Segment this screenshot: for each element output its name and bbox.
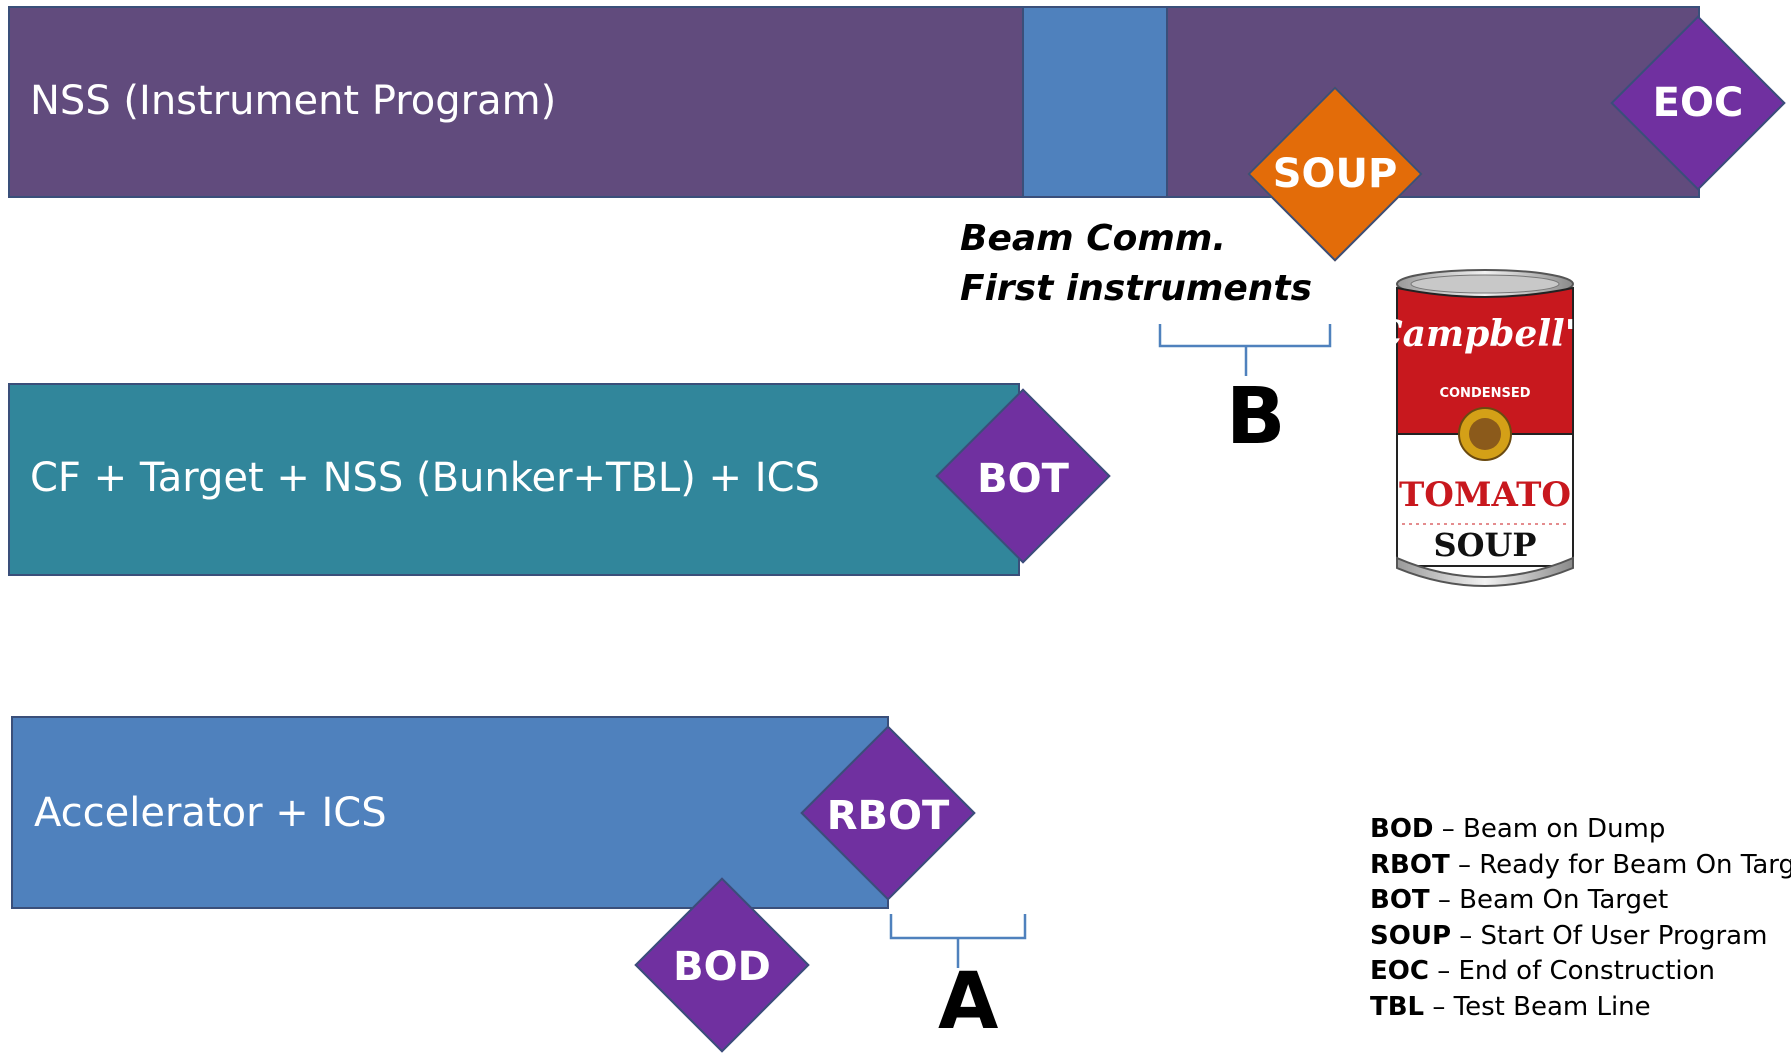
soup-can-condensed: CONDENSED: [1439, 386, 1530, 401]
legend: BOD – Beam on Dump RBOT – Ready for Beam…: [1370, 812, 1791, 1025]
beam-comm-note: Beam Comm.: [960, 218, 1227, 259]
beam-comm-block: [1022, 8, 1168, 196]
accelerator-bar-label: Accelerator + ICS: [34, 790, 387, 836]
nss-bar-label: NSS (Instrument Program): [30, 78, 557, 124]
bod-label: BOD: [673, 944, 771, 990]
accelerator-bar: [11, 716, 889, 909]
cf-bar-label: CF + Target + NSS (Bunker+TBL) + ICS: [30, 455, 820, 501]
brace-a-letter: A: [938, 957, 999, 1047]
brace-a: [889, 914, 1027, 968]
first-instruments-note: First instruments: [960, 268, 1313, 309]
soup-can-image: Campbell's CONDENSED TOMATO SOUP: [1374, 269, 1596, 587]
legend-item: BOT – Beam On Target: [1370, 885, 1669, 915]
soup-can-variety: TOMATO: [1399, 475, 1571, 515]
legend-item: SOUP – Start Of User Program: [1370, 920, 1768, 951]
legend-item: RBOT – Ready for Beam On Target: [1370, 849, 1791, 880]
bot-label: BOT: [977, 456, 1069, 502]
soup-can-product: SOUP: [1434, 526, 1537, 564]
cf-bar: [8, 383, 1020, 576]
nss-bar: [8, 6, 1700, 198]
brace-b: [1158, 324, 1332, 376]
rbot-label: RBOT: [826, 793, 950, 839]
legend-item: TBL – Test Beam Line: [1370, 991, 1651, 1022]
legend-item: BOD – Beam on Dump: [1370, 814, 1666, 844]
legend-item: EOC – End of Construction: [1370, 956, 1716, 986]
soup-can-brand: Campbell's: [1374, 313, 1596, 355]
eoc-label: EOC: [1652, 80, 1744, 126]
soup-label: SOUP: [1272, 151, 1398, 197]
brace-b-letter: B: [1226, 372, 1286, 462]
